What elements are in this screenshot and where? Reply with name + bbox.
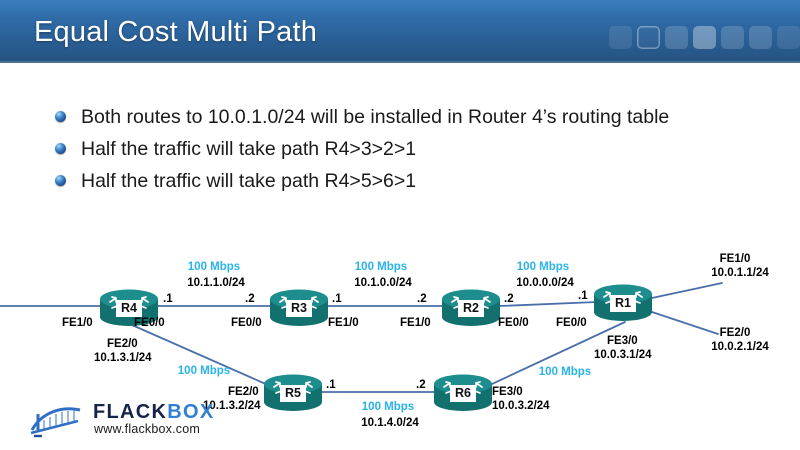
ip-label-r1-fe2-0: 10.0.2.1/24	[711, 341, 769, 353]
ip-label-r3-fe0-0: .2	[245, 293, 255, 305]
router-icon	[442, 289, 500, 326]
interface-label-r5-fe2-0: FE2/0	[228, 386, 259, 398]
ip-label-r4-fe0-0: .1	[163, 293, 173, 305]
bandwidth-label-r2-r1: 100 Mbps	[516, 261, 570, 273]
logo-url: www.flackbox.com	[94, 422, 201, 436]
link-r6-r1	[491, 321, 626, 385]
ip-label-r1-fe1-0: 10.0.1.1/24	[711, 267, 769, 279]
interface-label-r1-fe3-0: FE3/0	[607, 335, 638, 347]
bullet-sphere-icon	[55, 111, 66, 122]
router-label-r4: R4	[121, 301, 137, 315]
bullet-item-2: Half the traffic will take path R4>3>2>1	[55, 137, 755, 162]
ip-label-r5-right: .1	[326, 379, 336, 391]
bullet-item-1: Both routes to 10.0.1.0/24 will be insta…	[55, 105, 755, 130]
ip-label-r1-fe0-0: .1	[578, 290, 588, 302]
subnet-label-r4-r3: 10.1.1.0/24	[187, 277, 245, 289]
ip-label-r1-fe3-0: 10.0.3.1/24	[594, 349, 652, 361]
router-icon	[270, 289, 328, 326]
ip-label-r6-fe3-0: 10.0.3.2/24	[492, 400, 550, 412]
header-square-7	[777, 26, 800, 49]
router-r4[interactable]: R4	[98, 287, 160, 329]
bullet-list: Both routes to 10.0.1.0/24 will be insta…	[55, 105, 755, 201]
bullet-text-2: Half the traffic will take path R4>3>2>1	[81, 138, 417, 160]
router-icon	[594, 284, 652, 321]
page-title: Equal Cost Multi Path	[34, 16, 318, 48]
interface-label-r6-fe3-0: FE3/0	[492, 386, 523, 398]
header-square-3	[665, 26, 688, 49]
router-icon	[100, 289, 158, 326]
ip-label-r6-left: .2	[416, 379, 426, 391]
router-icon	[434, 374, 492, 411]
router-r6[interactable]: R6	[432, 372, 494, 414]
ip-label-r4-fe2-0: 10.1.3.1/24	[94, 352, 152, 364]
bandwidth-label-r4-r5: 100 Mbps	[177, 365, 231, 377]
router-r2[interactable]: R2	[440, 287, 502, 329]
router-r1[interactable]: R1	[592, 282, 654, 324]
ip-label-r2-fe1-0: .2	[417, 293, 427, 305]
bullet-item-3: Half the traffic will take path R4>5>6>1	[55, 169, 755, 194]
link-r2-r1	[499, 301, 598, 307]
bullet-sphere-icon	[55, 143, 66, 154]
subnet-label-r2-r1: 10.0.0.0/24	[516, 277, 574, 289]
subnet-label-r5-r6: 10.1.4.0/24	[361, 417, 419, 429]
bridge-icon	[30, 407, 81, 438]
logo-wordmark: FLACKBOX	[93, 401, 215, 423]
interface-label-r2-fe1-0: FE1/0	[400, 317, 431, 329]
slide-header: Equal Cost Multi Path	[0, 0, 800, 63]
header-square-4	[693, 26, 716, 49]
interface-label-r4-fe2-0: FE2/0	[107, 338, 138, 350]
bullet-text-3: Half the traffic will take path R4>5>6>1	[81, 170, 417, 192]
logo-text-flack: FLACK	[93, 401, 168, 423]
bandwidth-label-r3-r2: 100 Mbps	[354, 261, 408, 273]
router-label-r2: R2	[463, 301, 479, 315]
interface-label-r4-fe1-0: FE1/0	[62, 317, 93, 329]
interface-label-r1-fe1-0: FE1/0	[719, 253, 751, 265]
router-label-r1: R1	[615, 296, 631, 310]
bandwidth-label-r6-r1: 100 Mbps	[538, 366, 592, 378]
bandwidth-label-r5-r6: 100 Mbps	[361, 401, 415, 413]
router-label-r3: R3	[291, 301, 307, 315]
header-square-2	[637, 26, 660, 49]
logo-text-box: BOX	[167, 401, 215, 423]
router-r3[interactable]: R3	[268, 287, 330, 329]
link-r4-r5	[131, 324, 269, 386]
router-label-r5: R5	[285, 386, 301, 400]
bullet-sphere-icon	[55, 175, 66, 186]
interface-label-r3-fe1-0: FE1/0	[328, 317, 359, 329]
ip-label-r3-fe1-0: .1	[332, 293, 342, 305]
router-icon	[264, 374, 322, 411]
header-decoration-squares	[609, 26, 800, 49]
router-r5[interactable]: R5	[262, 372, 324, 414]
subnet-label-r3-r2: 10.1.0.0/24	[354, 277, 412, 289]
interface-label-r3-fe0-0: FE0/0	[231, 317, 262, 329]
interface-label-r1-fe0-0: FE0/0	[556, 317, 587, 329]
flackbox-logo[interactable]: FLACKBOX www.flackbox.com	[28, 398, 213, 444]
interface-label-r4-fe0-0: FE0/0	[134, 317, 165, 329]
bandwidth-label-r4-r3: 100 Mbps	[187, 261, 241, 273]
header-square-6	[749, 26, 772, 49]
header-square-1	[609, 26, 632, 49]
ip-label-r2-fe0-0: .2	[504, 293, 514, 305]
link-r1-lan-upper	[651, 282, 723, 299]
router-label-r6: R6	[455, 386, 471, 400]
link-r1-lan-lower	[651, 311, 719, 335]
bullet-text-1: Both routes to 10.0.1.0/24 will be insta…	[81, 106, 670, 128]
interface-label-r1-fe2-0: FE2/0	[719, 327, 751, 339]
header-square-5	[721, 26, 744, 49]
interface-label-r2-fe0-0: FE0/0	[498, 317, 529, 329]
